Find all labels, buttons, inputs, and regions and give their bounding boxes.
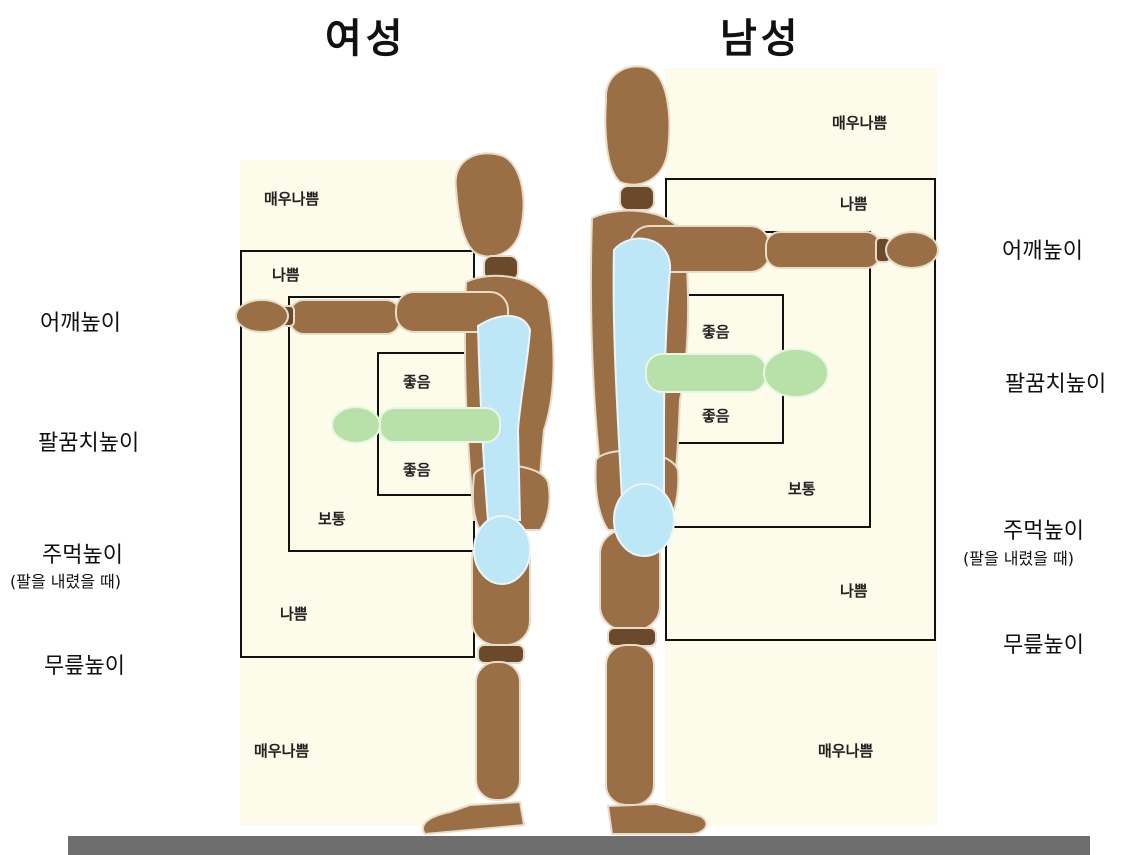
male-zone-good-bottom: 좋음 bbox=[702, 405, 730, 426]
female-zone-good-top: 좋음 bbox=[403, 371, 431, 392]
female-zone-very-bad-top: 매우나쁨 bbox=[264, 188, 319, 209]
female-knee-level-label: 무릎높이 bbox=[44, 648, 125, 680]
female-mannequin bbox=[236, 153, 554, 834]
female-elbow-level-label: 팔꿈치높이 bbox=[38, 425, 139, 457]
male-fist-level-note: (팔을 내렸을 때) bbox=[963, 545, 1074, 569]
male-zone-very-bad-top: 매우나쁨 bbox=[832, 112, 887, 133]
floor-bar bbox=[68, 836, 1090, 855]
male-mannequin bbox=[591, 66, 938, 834]
female-shoulder-level-label: 어깨높이 bbox=[40, 305, 121, 337]
male-zone-normal: 보통 bbox=[788, 478, 816, 499]
female-zone-bad-top: 나쁨 bbox=[272, 264, 300, 285]
female-zone-very-bad-bottom: 매우나쁨 bbox=[254, 740, 309, 761]
male-zone-very-bad-bottom: 매우나쁨 bbox=[818, 740, 873, 761]
male-fist-level-label: 주먹높이 bbox=[1003, 513, 1084, 545]
male-elbow-level-label: 팔꿈치높이 bbox=[1005, 366, 1106, 398]
male-shoulder-level-label: 어깨높이 bbox=[1002, 233, 1083, 265]
female-title: 여성 bbox=[325, 6, 407, 64]
female-zone-normal: 보통 bbox=[318, 508, 346, 529]
female-fist-level-label: 주먹높이 bbox=[42, 537, 123, 569]
male-knee-level-label: 무릎높이 bbox=[1003, 627, 1084, 659]
male-title: 남성 bbox=[720, 6, 802, 64]
female-zone-bad-bottom: 나쁨 bbox=[280, 603, 308, 624]
male-zone-bad-top: 나쁨 bbox=[840, 193, 868, 214]
male-zone-bad-bottom: 나쁨 bbox=[840, 580, 868, 601]
male-zone-good-top: 좋음 bbox=[702, 321, 730, 342]
female-zone-good-bottom: 좋음 bbox=[403, 459, 431, 480]
female-fist-level-note: (팔을 내렸을 때) bbox=[10, 568, 121, 592]
